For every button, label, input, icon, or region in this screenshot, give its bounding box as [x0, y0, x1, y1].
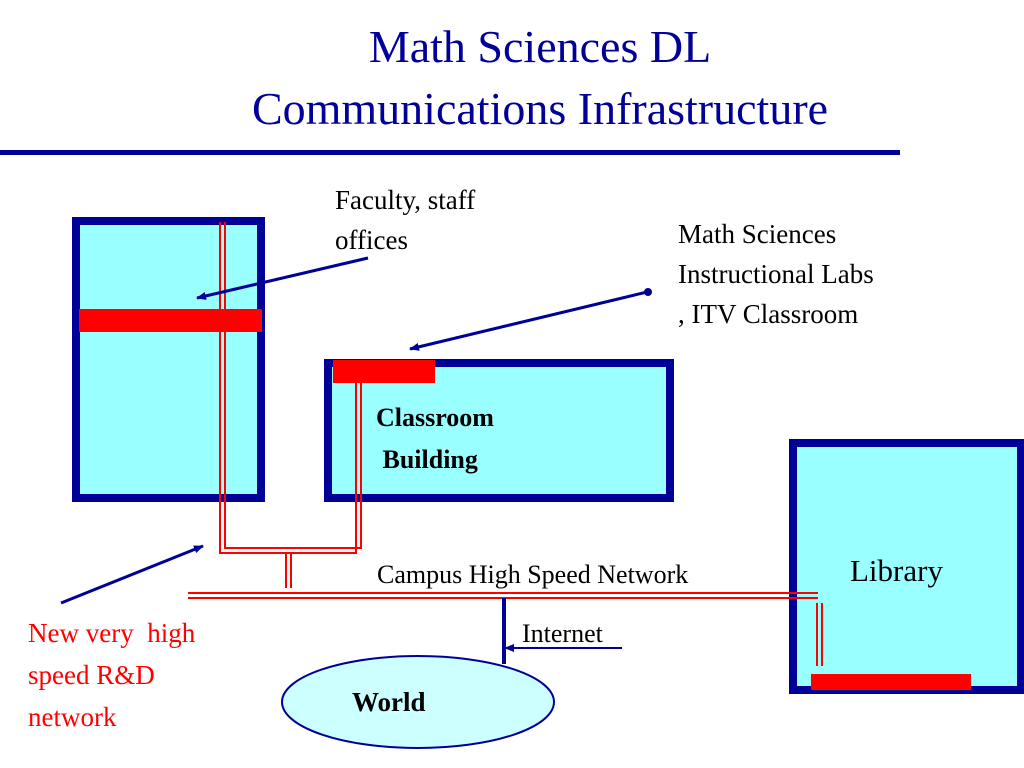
rd-label-line-2: speed R&D	[28, 660, 155, 690]
library-label: Library	[850, 553, 943, 588]
classroom-label-line-1: Classroom	[376, 403, 494, 432]
arrow-icon	[409, 290, 648, 351]
faculty-network-node	[79, 309, 262, 332]
labs-label-line-1: Math Sciences	[678, 219, 837, 249]
library-network-node	[811, 674, 971, 690]
title-line-1: Math Sciences DL	[368, 21, 712, 72]
world-ellipse	[281, 655, 555, 749]
classroom-building	[324, 359, 674, 502]
campus-network-label: Campus High Speed Network	[377, 560, 689, 589]
labs-label-line-2: Instructional Labs	[678, 259, 874, 289]
title-rule	[0, 150, 900, 155]
labs-network-node	[333, 360, 435, 383]
faculty-building	[72, 217, 265, 502]
title-line-2: Communications Infrastructure	[251, 83, 829, 134]
classroom-label-line-2: Building	[376, 445, 478, 474]
arrow-origin-dot	[644, 288, 652, 296]
rd-network-lines	[219, 222, 823, 666]
rd-label-line-3: network	[28, 702, 117, 732]
labs-label-line-3: , ITV Classroom	[678, 299, 859, 329]
arrow-icon	[60, 544, 204, 605]
world-label: World	[352, 687, 426, 717]
faculty-label-line-1: Faculty, staff	[335, 185, 476, 215]
arrow-icon	[196, 256, 369, 300]
faculty-label-line-2: offices	[335, 225, 408, 255]
internet-label: Internet	[522, 619, 603, 648]
library-building	[789, 439, 1024, 694]
rd-label-line-1: New very high	[28, 618, 196, 648]
